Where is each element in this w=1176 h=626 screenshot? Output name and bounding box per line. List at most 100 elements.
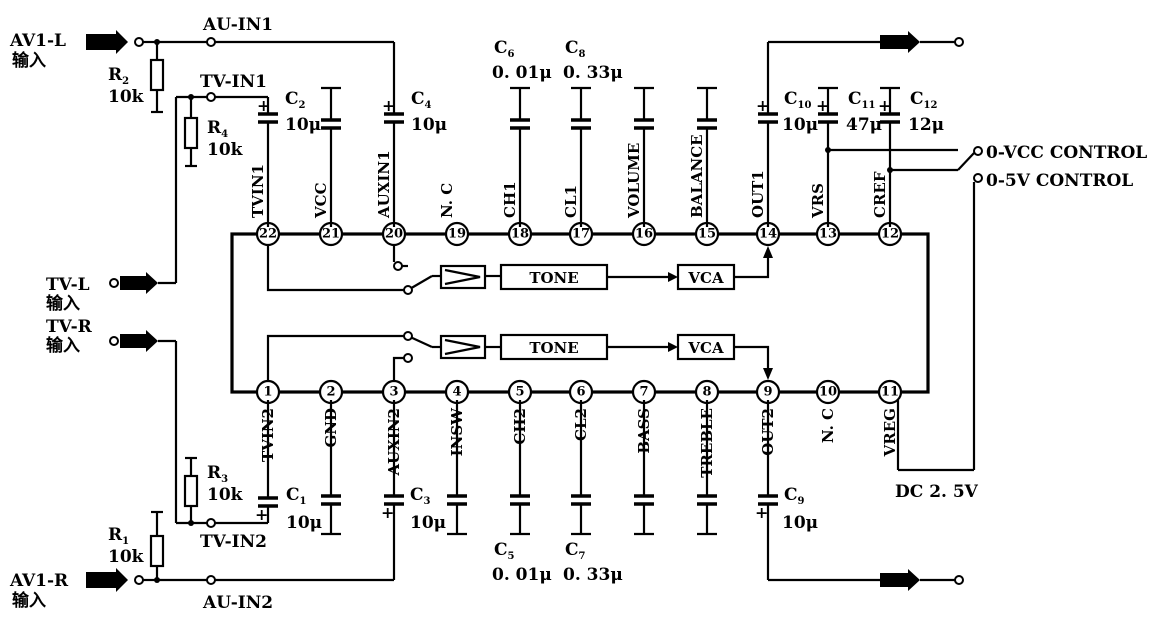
cap-c6: C6 0. 01μ <box>492 38 552 227</box>
pin-13-label: VRS <box>809 183 827 219</box>
c10-plus: + <box>756 96 769 115</box>
pin-21-number: 21 <box>322 227 340 242</box>
tone-block-1-label: TONE <box>529 269 578 287</box>
pin-13-number: 13 <box>819 227 837 242</box>
pin-10-label: N. C <box>819 408 837 443</box>
c1-value: 10μ <box>286 513 322 533</box>
c7-value: 0. 33μ <box>563 565 623 585</box>
pin-1-number: 1 <box>263 385 272 400</box>
r3-label: R3 <box>207 463 228 485</box>
dc-label: DC 2. 5V <box>895 482 979 502</box>
c11-value: 47μ <box>846 115 882 135</box>
c2-label: C2 <box>285 89 306 111</box>
cap-c4: + C4 10μ <box>382 89 447 227</box>
cap-c12: + C12 12μ <box>878 86 958 227</box>
av1l-label: AV1-L <box>9 31 66 51</box>
pin-7-number: 7 <box>639 385 648 400</box>
cap-volume <box>634 86 654 227</box>
pin-15-label: BALANCE <box>688 134 706 218</box>
pin-17-number: 17 <box>572 227 590 242</box>
r4-value: 10k <box>207 140 244 160</box>
pin-20-label: AUXIN1 <box>375 150 393 219</box>
cap-c9: + C9 10μ <box>755 400 964 591</box>
tvr-label: TV-R <box>46 317 93 337</box>
pin-20-number: 20 <box>385 227 403 242</box>
c9-label: C9 <box>784 485 805 507</box>
tvr-input: TV-R 输入 <box>46 317 178 523</box>
pin-12-number: 12 <box>881 227 899 242</box>
c8-value: 0. 33μ <box>563 63 623 83</box>
pin-14-label: OUT1 <box>749 170 767 218</box>
vca-block-1-label: VCA <box>687 269 724 287</box>
pin-12-label: CREF <box>871 171 889 218</box>
tv-in1-label: TV-IN1 <box>200 72 267 92</box>
r1-value: 10k <box>108 547 145 567</box>
c6-label: C6 <box>494 38 515 60</box>
cap-gnd <box>321 400 341 536</box>
vca-block-2-label: VCA <box>687 339 724 357</box>
cap-c5: C5 0. 01μ <box>492 400 552 585</box>
tv-in2-net: TV-IN2 <box>176 518 268 552</box>
pin-18-number: 18 <box>511 227 529 242</box>
pin-2-number: 2 <box>326 385 335 400</box>
c2-value: 10μ <box>285 115 321 135</box>
c9-value: 10μ <box>782 513 818 533</box>
r2-label: R2 <box>108 65 129 87</box>
ic-body <box>230 232 930 394</box>
av1r-sub-label: 输入 <box>12 590 46 611</box>
pin-19-pad <box>444 221 470 247</box>
c7-label: C7 <box>565 540 586 562</box>
cap-c10: + C10 10μ <box>756 31 964 227</box>
cap-balance <box>697 86 717 227</box>
tvl-sub-label: 输入 <box>46 293 80 314</box>
c12-value: 12μ <box>908 115 944 135</box>
pin-11-label: VREG <box>881 408 899 457</box>
cap-c3: + C3 10μ <box>381 400 446 580</box>
pin-16-number: 16 <box>635 227 653 242</box>
pin-22-number: 22 <box>259 227 277 242</box>
pin-22-label: TVIN1 <box>249 164 267 218</box>
pin-3-number: 3 <box>389 385 398 400</box>
r3-value: 10k <box>207 485 244 505</box>
cap-c11: + C11 47μ <box>816 86 958 227</box>
tv-in2-label: TV-IN2 <box>200 532 267 552</box>
tvl-input: TV-L 输入 <box>46 272 176 314</box>
pin-5-number: 5 <box>515 385 524 400</box>
pin-10-number: 10 <box>819 385 837 400</box>
av1l-sub-label: 输入 <box>12 50 46 71</box>
tvr-sub-label: 输入 <box>46 335 80 356</box>
c4-label: C4 <box>411 89 432 111</box>
c11-plus: + <box>816 96 829 115</box>
c10-label: C10 <box>784 89 811 111</box>
resistor-r3: R3 10k <box>183 456 244 523</box>
pin-10-pad <box>815 379 841 405</box>
r1-label: R1 <box>108 525 129 547</box>
c5-value: 0. 01μ <box>492 565 552 585</box>
au-in1-label: AU-IN1 <box>202 15 273 35</box>
cap-insw <box>447 400 467 536</box>
cap-c8: C8 0. 33μ <box>563 38 623 227</box>
c12-label: C12 <box>910 89 937 111</box>
cap-treble <box>697 400 717 536</box>
resistor-r4: R4 10k <box>183 97 244 168</box>
c1-label: C1 <box>286 485 307 507</box>
av1r-input: AV1-R 输入 AU-IN2 <box>9 568 394 613</box>
c10-value: 10μ <box>782 115 818 135</box>
r2-value: 10k <box>108 87 145 107</box>
pin-14-number: 14 <box>759 227 777 242</box>
resistor-r2: R2 10k <box>108 42 165 114</box>
c8-label: C8 <box>565 38 586 60</box>
c4-plus: + <box>382 96 395 115</box>
av1l-input: AV1-L 输入 AU-IN1 <box>9 15 396 114</box>
ctrl-vcc-label: 0-VCC CONTROL <box>986 143 1147 163</box>
cap-c2: C2 10μ <box>285 86 341 227</box>
channel1-path: TONE VCA <box>266 234 773 292</box>
au-in2-label: AU-IN2 <box>202 593 273 613</box>
c3-value: 10μ <box>410 513 446 533</box>
c3-label: C3 <box>410 485 431 507</box>
pin-18-label: CH1 <box>501 181 519 218</box>
pin-4-number: 4 <box>452 385 461 400</box>
tvl-label: TV-L <box>46 275 90 295</box>
